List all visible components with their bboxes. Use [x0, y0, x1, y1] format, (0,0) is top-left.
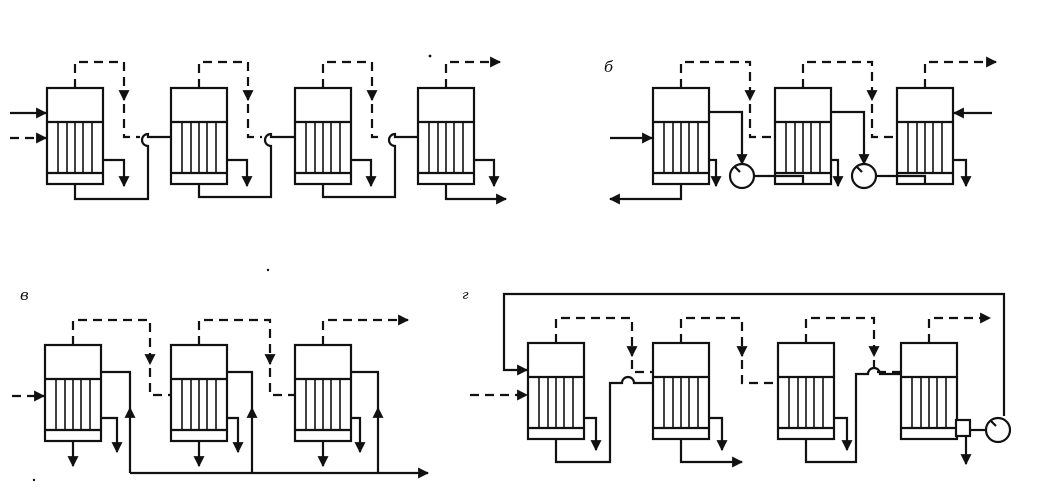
evaporator-icon [895, 86, 955, 186]
scheme-v [12, 314, 430, 479]
evaporator-icon [45, 86, 105, 186]
evaporator-icon [776, 341, 836, 441]
pump-icon [850, 162, 878, 190]
evaporator-icon [416, 86, 476, 186]
scheme-label-g: г [462, 288, 469, 303]
evaporator-icon [526, 341, 586, 441]
evaporator-icon [169, 86, 229, 186]
pump-icon [728, 162, 756, 190]
scheme-a [10, 56, 508, 205]
evaporator-icon [43, 343, 103, 443]
scheme-label-v: в [20, 286, 29, 304]
evaporator-icon [651, 341, 711, 441]
scheme-g [470, 292, 1012, 468]
evaporator-icon [773, 86, 833, 186]
scheme-label-b: б [604, 58, 614, 76]
evaporator-icon [651, 86, 711, 186]
evaporator-icon [169, 343, 229, 443]
evaporator-icon [293, 343, 353, 443]
scheme-b [608, 56, 998, 205]
evaporator-icon [899, 341, 959, 441]
evaporator-icon [293, 86, 353, 186]
pump-icon [984, 416, 1012, 444]
